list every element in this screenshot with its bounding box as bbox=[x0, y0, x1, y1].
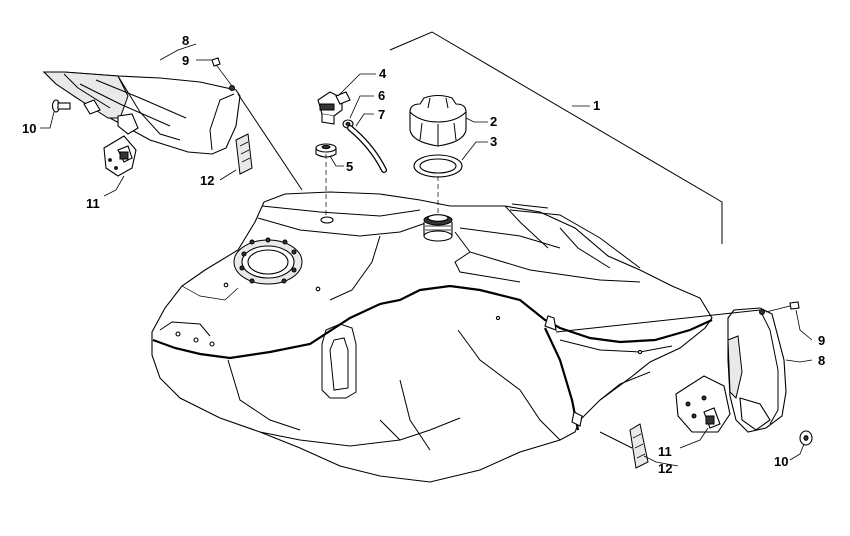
callout-1: 1 bbox=[593, 98, 600, 113]
left-screw bbox=[211, 57, 233, 87]
vent-valve bbox=[317, 91, 351, 125]
callout-10-right: 10 bbox=[774, 454, 788, 469]
callout-8-left: 8 bbox=[182, 33, 189, 48]
callout-11-left: 11 bbox=[86, 196, 100, 211]
callout-3: 3 bbox=[490, 134, 497, 149]
callout-2: 2 bbox=[490, 114, 497, 129]
callout-8-right: 8 bbox=[818, 353, 825, 368]
left-mount-bracket bbox=[103, 135, 137, 177]
filler-neck bbox=[423, 214, 453, 242]
callout-5: 5 bbox=[346, 159, 353, 174]
cap-gasket bbox=[413, 154, 463, 178]
callout-12-left: 12 bbox=[200, 173, 214, 188]
right-mount-bracket bbox=[675, 375, 731, 433]
left-side-panel bbox=[42, 71, 241, 155]
callout-6: 6 bbox=[378, 88, 385, 103]
callout-7: 7 bbox=[378, 107, 385, 122]
callout-4: 4 bbox=[379, 66, 387, 81]
vent-hose bbox=[347, 125, 387, 173]
left-push-rivet bbox=[51, 99, 71, 113]
right-screw bbox=[765, 301, 800, 313]
callout-labels: 1 2 3 4 5 6 7 8 9 10 11 12 9 8 10 11 12 bbox=[22, 33, 825, 476]
right-push-rivet bbox=[799, 430, 813, 446]
left-foam-strip bbox=[235, 133, 253, 175]
right-side-panel bbox=[727, 307, 787, 433]
fuel-cap bbox=[409, 94, 467, 147]
fuel-pump-ring bbox=[233, 237, 303, 285]
right-foam-strip bbox=[629, 423, 649, 469]
leader-lines bbox=[40, 43, 813, 467]
grommet bbox=[315, 143, 337, 158]
callout-9-left: 9 bbox=[182, 53, 189, 68]
callout-11-right: 11 bbox=[658, 444, 672, 459]
callout-10-left: 10 bbox=[22, 121, 36, 136]
assembly-bracket-1 bbox=[389, 31, 723, 244]
callout-12-right: 12 bbox=[658, 461, 672, 476]
callout-9-right: 9 bbox=[818, 333, 825, 348]
